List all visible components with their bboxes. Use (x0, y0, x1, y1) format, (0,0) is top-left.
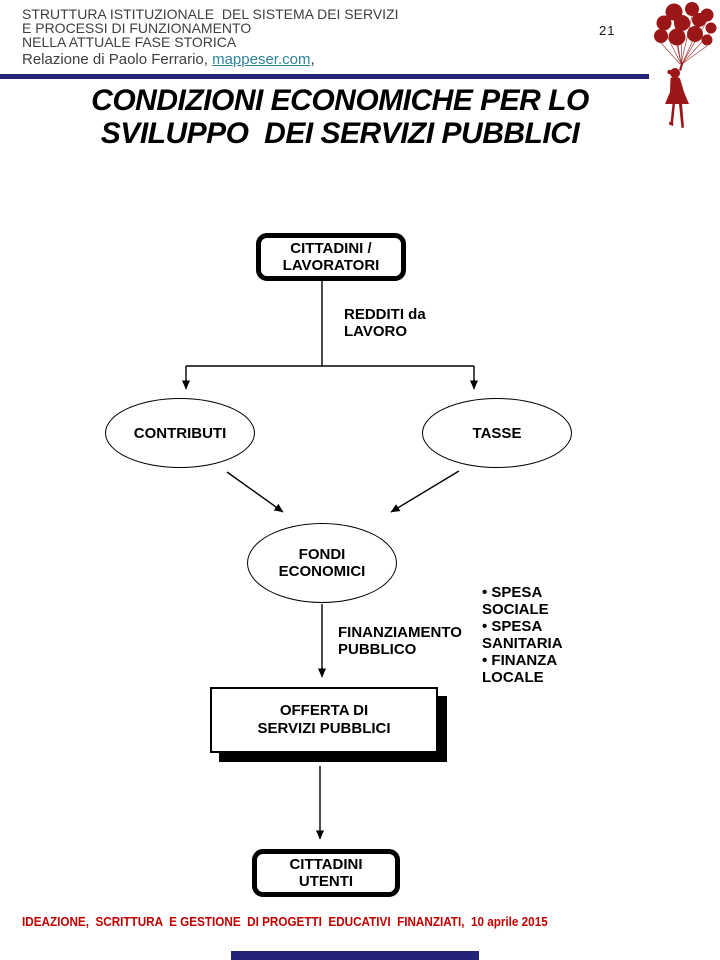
arrow-tasse-to-fondi (390, 470, 460, 513)
node-cittadini-lavoratori-label: CITTADINI / LAVORATORI (282, 240, 380, 274)
node-offerta-servizi-label: OFFERTA DI SERVIZI PUBBLICI (257, 702, 391, 737)
node-tasse: TASSE (422, 398, 572, 468)
header-divider (0, 74, 649, 79)
slide-title: CONDIZIONI ECONOMICHE PER LO SVILUPPO DE… (91, 84, 589, 150)
node-contributi-label: CONTRIBUTI (133, 424, 227, 442)
node-cittadini-utenti-label: CITTADINI UTENTI (289, 856, 363, 890)
byline: Relazione di Paolo Ferrario, mappeser.co… (22, 52, 399, 68)
label-finanziamento-pubblico: FINANZIAMENTO PUBBLICO (338, 624, 462, 658)
node-cittadini-lavoratori: CITTADINI / LAVORATORI (256, 233, 406, 281)
header-line-1: STRUTTURA ISTITUZIONALE DEL SISTEMA DEI … (22, 6, 399, 22)
node-contributi: CONTRIBUTI (105, 398, 255, 468)
node-fondi-economici: FONDI ECONOMICI (247, 523, 397, 603)
header-line-3: NELLA ATTUALE FASE STORICA (22, 34, 237, 50)
node-cittadini-utenti: CITTADINI UTENTI (252, 849, 400, 897)
page-number: 21 (599, 23, 616, 38)
spesa-item: • SPESA SANITARIA (482, 618, 563, 652)
girl-silhouette-icon (665, 62, 689, 128)
bottom-divider (231, 951, 479, 960)
mappeser-link[interactable]: mappeser.com (212, 51, 311, 68)
balloon-girl-illustration (654, 2, 717, 128)
spesa-bullet-list: • SPESA SOCIALE • SPESA SANITARIA • FINA… (482, 584, 588, 686)
label-redditi-da-lavoro: REDDITI da LAVORO (344, 306, 426, 340)
byline-prefix: Relazione di Paolo Ferrario, (22, 51, 213, 68)
node-tasse-label: TASSE (472, 424, 522, 442)
balloon-cluster-icon (654, 2, 717, 46)
byline-suffix: , (310, 51, 315, 68)
spesa-item: • FINANZA LOCALE (482, 652, 557, 686)
slide-header: STRUTTURA ISTITUZIONALE DEL SISTEMA DEI … (22, 7, 399, 68)
footer-text: IDEAZIONE, SCRITTURA E GESTIONE DI PROGE… (22, 914, 548, 929)
spesa-item: • SPESA SOCIALE (482, 584, 549, 618)
header-line-2: E PROCESSI DI FUNZIONAMENTO (22, 20, 252, 36)
arrow-contributi-to-fondi (226, 471, 284, 513)
node-offerta-servizi: OFFERTA DI SERVIZI PUBBLICI (210, 687, 438, 753)
branch-line (186, 281, 474, 367)
node-fondi-economici-label: FONDI ECONOMICI (278, 546, 366, 580)
